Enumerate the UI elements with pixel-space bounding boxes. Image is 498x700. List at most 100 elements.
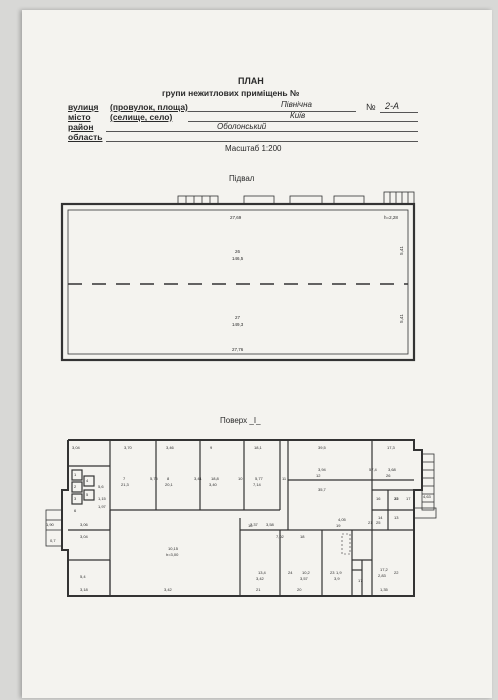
floor-1-label: 11 [282,476,287,481]
floor-1-label: 3,04 [80,534,88,539]
floor-1-label: 16 [376,496,381,501]
floor-1-label: 3,46 [166,445,174,450]
room-27-area: 149,3 [232,322,244,327]
floor-1-label: 13 [394,515,399,520]
floor-1-label: 5 [86,492,89,497]
floor-1-label: 4,63 [423,494,431,499]
floor-1-label: 0,7 [50,538,56,543]
district-line [106,131,418,132]
floor-1-label: 6 [74,508,77,513]
floor-1-label: 7,14 [253,482,261,487]
floor-1-label: 15 [394,496,399,501]
city-value: Київ [290,111,306,120]
floor-1-label: 1,9 [336,570,342,575]
plan-subtitle: групи нежитлових приміщень № [162,88,300,98]
room-26-side: 5,41 [398,246,404,255]
floor-1-label: 22 [394,570,399,575]
floor-1-label: 10,15 [168,546,179,551]
street-hint: (провулок, площа) [110,102,188,112]
floor-1-label: 3,42 [164,587,172,592]
number-value: 2-А [385,101,400,111]
floor-1-label: 23 [330,570,335,575]
floor-1-label: 12 [316,473,321,478]
floor-1-label: 39,5 [318,445,326,450]
floor-1-label: 9 [210,445,213,450]
number-line [380,112,418,113]
floor-1-label: 3,04 [72,445,80,450]
floor-1-label: 3,06 [80,522,88,527]
floor-1-label: 3,9 [334,576,340,581]
floor-1-label: 1,35 [380,587,388,592]
floor-1-label: 17,2 [380,567,388,572]
city-label: місто [68,112,91,122]
floor-1-label: 3,42 [256,576,264,581]
floor-1-label: 7 [123,476,126,481]
floor-1-label: 3,58 [266,522,274,527]
room-26-area: 146,5 [232,256,244,261]
floor-1-label: 1,15 [98,496,106,501]
floor-1-label: 21 [368,520,373,525]
room-26-number: 26 [235,249,241,254]
district-value: Оболонський [217,122,267,131]
street-line [188,111,356,112]
floor-1-label: 3,40 [209,482,217,487]
floor-1-label: 19 [336,523,341,528]
city-line [188,121,418,122]
floor-1-label: 3,57 [300,576,308,581]
floor-1-label: 1,97 [98,504,106,509]
floor-1-label: 5,77 [255,476,263,481]
floor-1-label: 24 [288,570,293,575]
floor-1-label: 5,4 [80,574,86,579]
floor-plan-drawing [45,191,437,597]
floor-1-label: 4,05 [338,517,346,522]
basement-dim-bottom: 27,76 [232,347,244,352]
floor-1-label: 13,4 [258,570,266,575]
floor-1-label: 18,1 [254,445,262,450]
district-label: район [68,122,94,132]
floor-1-label: 12 [248,523,253,528]
floor-1-label: 3,41 [194,476,202,481]
floor-1-label: 10 [238,476,243,481]
street-label: вулиця [68,102,99,112]
floor-1-label: 17,3 [387,445,395,450]
region-line [106,141,418,142]
floor-1-label: 22 [394,496,399,501]
floor-1-label: 14 [378,515,383,520]
basement-height-mark: h=2,28 [384,215,398,220]
floor-1-label: 18,8 [211,476,219,481]
floor-1-title: Поверх _I_ [220,416,261,425]
street-value: Північна [281,100,312,109]
floor-1-label: 25 [376,520,381,525]
floor-1-label: 17 [358,578,363,583]
city-hint: (селище, село) [110,112,173,122]
floor-1-label: 21 [256,587,261,592]
number-sign: № [366,102,376,112]
floor-1-label: 3,68 [388,467,396,472]
floor-1-label: 20 [297,587,302,592]
floor-1-label: 1 [74,472,77,477]
floor-1-label: 17 [406,496,411,501]
floor-1-label: 10,2 [302,570,310,575]
room-27-side: 5,41 [398,314,404,323]
floor-1-label: 3,18 [80,587,88,592]
floor-1-label: 3,94 [318,467,326,472]
floor-1-label: 35,7 [318,487,326,492]
floor-1-label: 2,83 [378,573,386,578]
floor-1-label: 8 [167,476,170,481]
floor-1-label: 18 [300,534,305,539]
floor-1-label: 5,75 [150,476,158,481]
region-label: область [68,132,103,142]
floor-1-label: 5,6 [98,484,104,489]
basement-title: Підвал [229,174,255,183]
floor-1-label: 57,4 [369,467,377,472]
plan-title: ПЛАН [238,76,264,86]
floor-1-label: 4 [86,478,89,483]
floor-1-label: 3 [74,496,77,501]
floor-1-label: 7,02 [276,534,284,539]
document-sheet: ПЛАН групи нежитлових приміщень № вулиця… [22,10,492,698]
room-27-number: 27 [235,315,241,320]
floor-1-label: 2 [74,484,77,489]
basement-dim-top: 27,69 [230,215,242,220]
floor-1-label: 21,3 [121,482,129,487]
floor-1-label: h=3,00 [166,552,179,557]
